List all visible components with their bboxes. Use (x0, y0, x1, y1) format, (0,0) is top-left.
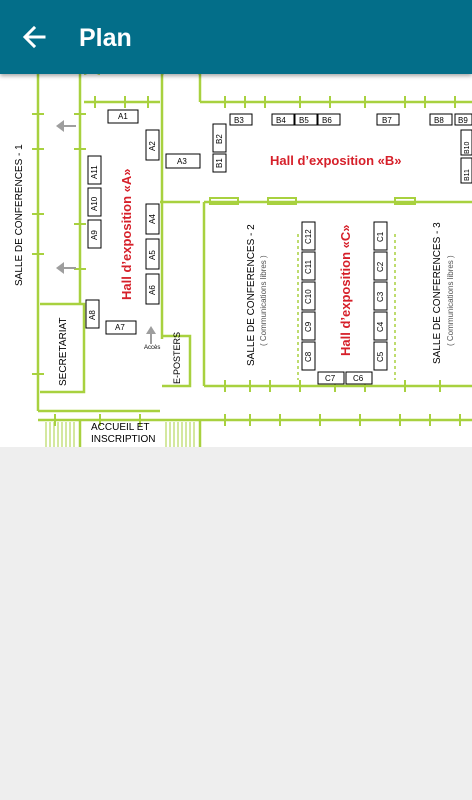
stand-b7: B7 (382, 116, 392, 125)
stand-b1: B1 (215, 158, 224, 168)
stand-a1: A1 (118, 112, 128, 121)
stand-a3: A3 (177, 157, 187, 166)
stand-c9: C9 (304, 321, 313, 332)
stand-a10: A10 (90, 196, 99, 211)
acces-label: Accès (144, 345, 160, 351)
hall-b-label: Hall d’exposition «B» (270, 153, 401, 168)
stand-b11: B11 (464, 169, 471, 181)
page-title: Plan (79, 24, 132, 52)
salle2-sub-label: ( Communications libres ) (259, 255, 268, 346)
floor-plan-map: SALLE DE CONFERENCES - 1 SALLE DE CONFER… (14, 74, 472, 447)
app-bar: Plan (0, 0, 472, 74)
salle3-label: SALLE DE CONFERENCES - 3 (432, 222, 443, 364)
arrow-left-icon (22, 25, 46, 49)
empty-content-area (0, 447, 472, 800)
back-button[interactable] (18, 21, 54, 53)
stand-c3: C3 (376, 291, 385, 302)
hall-a-label: Hall d’exposition «A» (119, 169, 134, 300)
accueil-label-1: ACCUEIL ET (91, 422, 150, 433)
stand-a9: A9 (90, 230, 99, 240)
secretariat-label: SECRETARIAT (58, 317, 69, 386)
stand-b4: B4 (276, 116, 286, 125)
stand-b6: B6 (322, 116, 332, 125)
eposters-label: E-POSTERS (172, 332, 182, 384)
stand-a11: A11 (90, 165, 99, 179)
stand-c10: C10 (304, 289, 313, 304)
salle1-label: SALLE DE CONFERENCES - 1 (14, 144, 25, 286)
stand-a2: A2 (148, 141, 157, 151)
stand-c4: C4 (376, 321, 385, 332)
salle2-label: SALLE DE CONFERENCES - 2 (246, 224, 257, 366)
stand-c8: C8 (304, 351, 313, 362)
hall-c-label: Hall d’exposition «C» (338, 225, 353, 356)
stand-b9: B9 (458, 116, 468, 125)
stand-b8: B8 (434, 116, 444, 125)
stand-c12: C12 (304, 229, 313, 244)
stand-c6: C6 (353, 374, 364, 383)
stand-c11: C11 (304, 259, 313, 274)
stand-b10: B10 (464, 141, 471, 154)
accueil-label-2: INSCRIPTION (91, 434, 155, 445)
stand-b3: B3 (234, 116, 244, 125)
stand-b5: B5 (299, 116, 309, 125)
stand-b2: B2 (215, 134, 224, 144)
stand-a7: A7 (115, 323, 125, 332)
stand-c7: C7 (325, 374, 336, 383)
stand-a6: A6 (148, 285, 157, 295)
stand-a4: A4 (148, 214, 157, 224)
salle3-sub-label: ( Communications libres ) (446, 255, 455, 346)
floor-plan[interactable]: SALLE DE CONFERENCES - 1 SALLE DE CONFER… (0, 74, 472, 447)
stand-a8: A8 (88, 310, 97, 320)
stand-c5: C5 (376, 351, 385, 362)
stand-c2: C2 (376, 261, 385, 272)
stand-c1: C1 (376, 231, 385, 242)
stand-a5: A5 (148, 250, 157, 260)
